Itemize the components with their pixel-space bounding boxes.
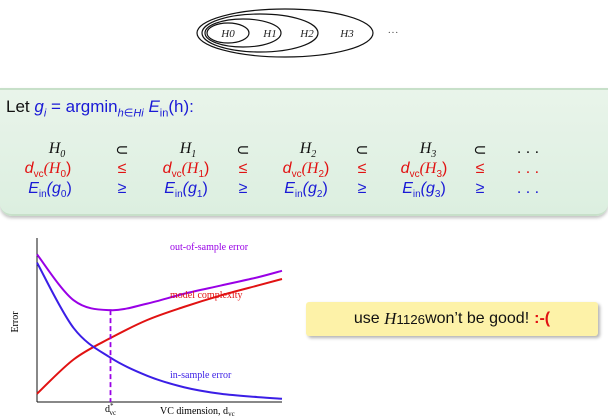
g-symbol: g [34,97,44,116]
table-subset-2: ⊂ [236,142,250,159]
table-h0: H0 [48,140,66,161]
definition-box: Let gi = argminh∈Hi Ein(h): H0 ⊂ H1 ⊂ H2… [0,88,608,216]
table-leq-2: ≤ [238,160,248,177]
x-axis-label: VC dimension, dvc [160,406,235,418]
table-subset-1: ⊂ [115,142,129,159]
definition-line: Let gi = argminh∈Hi Ein(h): [6,97,194,119]
hierarchy-table: H0 ⊂ H1 ⊂ H2 ⊂ H3 ⊂ . . . dvc(H0) ≤ dvc(… [0,140,608,210]
table-geq-2: ≥ [238,180,248,197]
table-dots-row0: . . . [516,140,540,157]
ellipse-h2 [201,13,319,53]
table-dots-row1: . . . [516,160,540,177]
table-dvc-h1: dvc(H1) [162,160,210,181]
table-dvc-h3: dvc(H3) [400,160,448,181]
y-axis-label: Error [10,311,21,333]
table-leq-3: ≤ [357,160,367,177]
let-text: Let [6,97,35,116]
argmin-text: argmin [65,97,118,116]
ellipse-h0 [206,22,250,44]
table-ein-g0: Ein(g0) [28,180,72,201]
table-subset-4: ⊂ [473,142,487,159]
callout-prefix: use [353,310,380,327]
table-h2: H2 [299,140,317,161]
sad-face-text: :-( [534,310,551,327]
table-geq-3: ≥ [357,180,367,197]
series-out-of-sample-error [36,253,283,312]
series-in-sample-error [36,262,283,400]
table-ein-g1: Ein(g1) [164,180,208,201]
series-label-model-complexity: model complexity [170,290,243,301]
series-label-out-of-sample: out-of-sample error [170,242,249,253]
nested-hypothesis-sets: H0 H1 H2 H3 ··· [196,8,399,58]
callout-h-subscript: 1126 [396,311,426,327]
callout-h-symbol: H [384,309,397,328]
table-h3: H3 [419,140,437,161]
table-dvc-h0: dvc(H0) [24,160,72,181]
ellipse-h1 [204,18,282,48]
label-h2: H2 [299,28,314,40]
table-ein-g2: Ein(g2) [284,180,328,201]
table-leq-1: ≤ [117,160,127,177]
e-subscript: in [159,107,169,120]
callout-suffix: won’t be good! [425,310,530,327]
x-tick-dvc-star: d*vc [105,402,116,417]
definition-argument: (h): [168,97,194,116]
error-vc-chart: Error VC dimension, dvc d*vc out-of-samp… [10,238,283,418]
ellipse-h3 [196,8,374,58]
g-subscript: i [43,107,47,120]
series-label-in-sample: in-sample error [170,370,232,381]
label-h1: H1 [262,28,276,40]
table-leq-4: ≤ [475,160,485,177]
table-ein-g3: Ein(g3) [402,180,446,201]
label-h3: H3 [339,28,354,40]
label-h0: H0 [220,28,235,40]
table-subset-3: ⊂ [355,142,369,159]
e-symbol: E [148,97,160,116]
table-geq-4: ≥ [475,180,485,197]
table-geq-1: ≥ [117,180,127,197]
table-dvc-h2: dvc(H2) [282,160,330,181]
table-dots-row2: . . . [516,180,540,197]
argmin-subscript: h∈Hi [117,107,144,120]
equals-sign: = [46,97,66,116]
table-h1: H1 [179,140,197,161]
series-model-complexity [36,278,283,395]
ellipsis-more-sets: ··· [388,27,399,39]
